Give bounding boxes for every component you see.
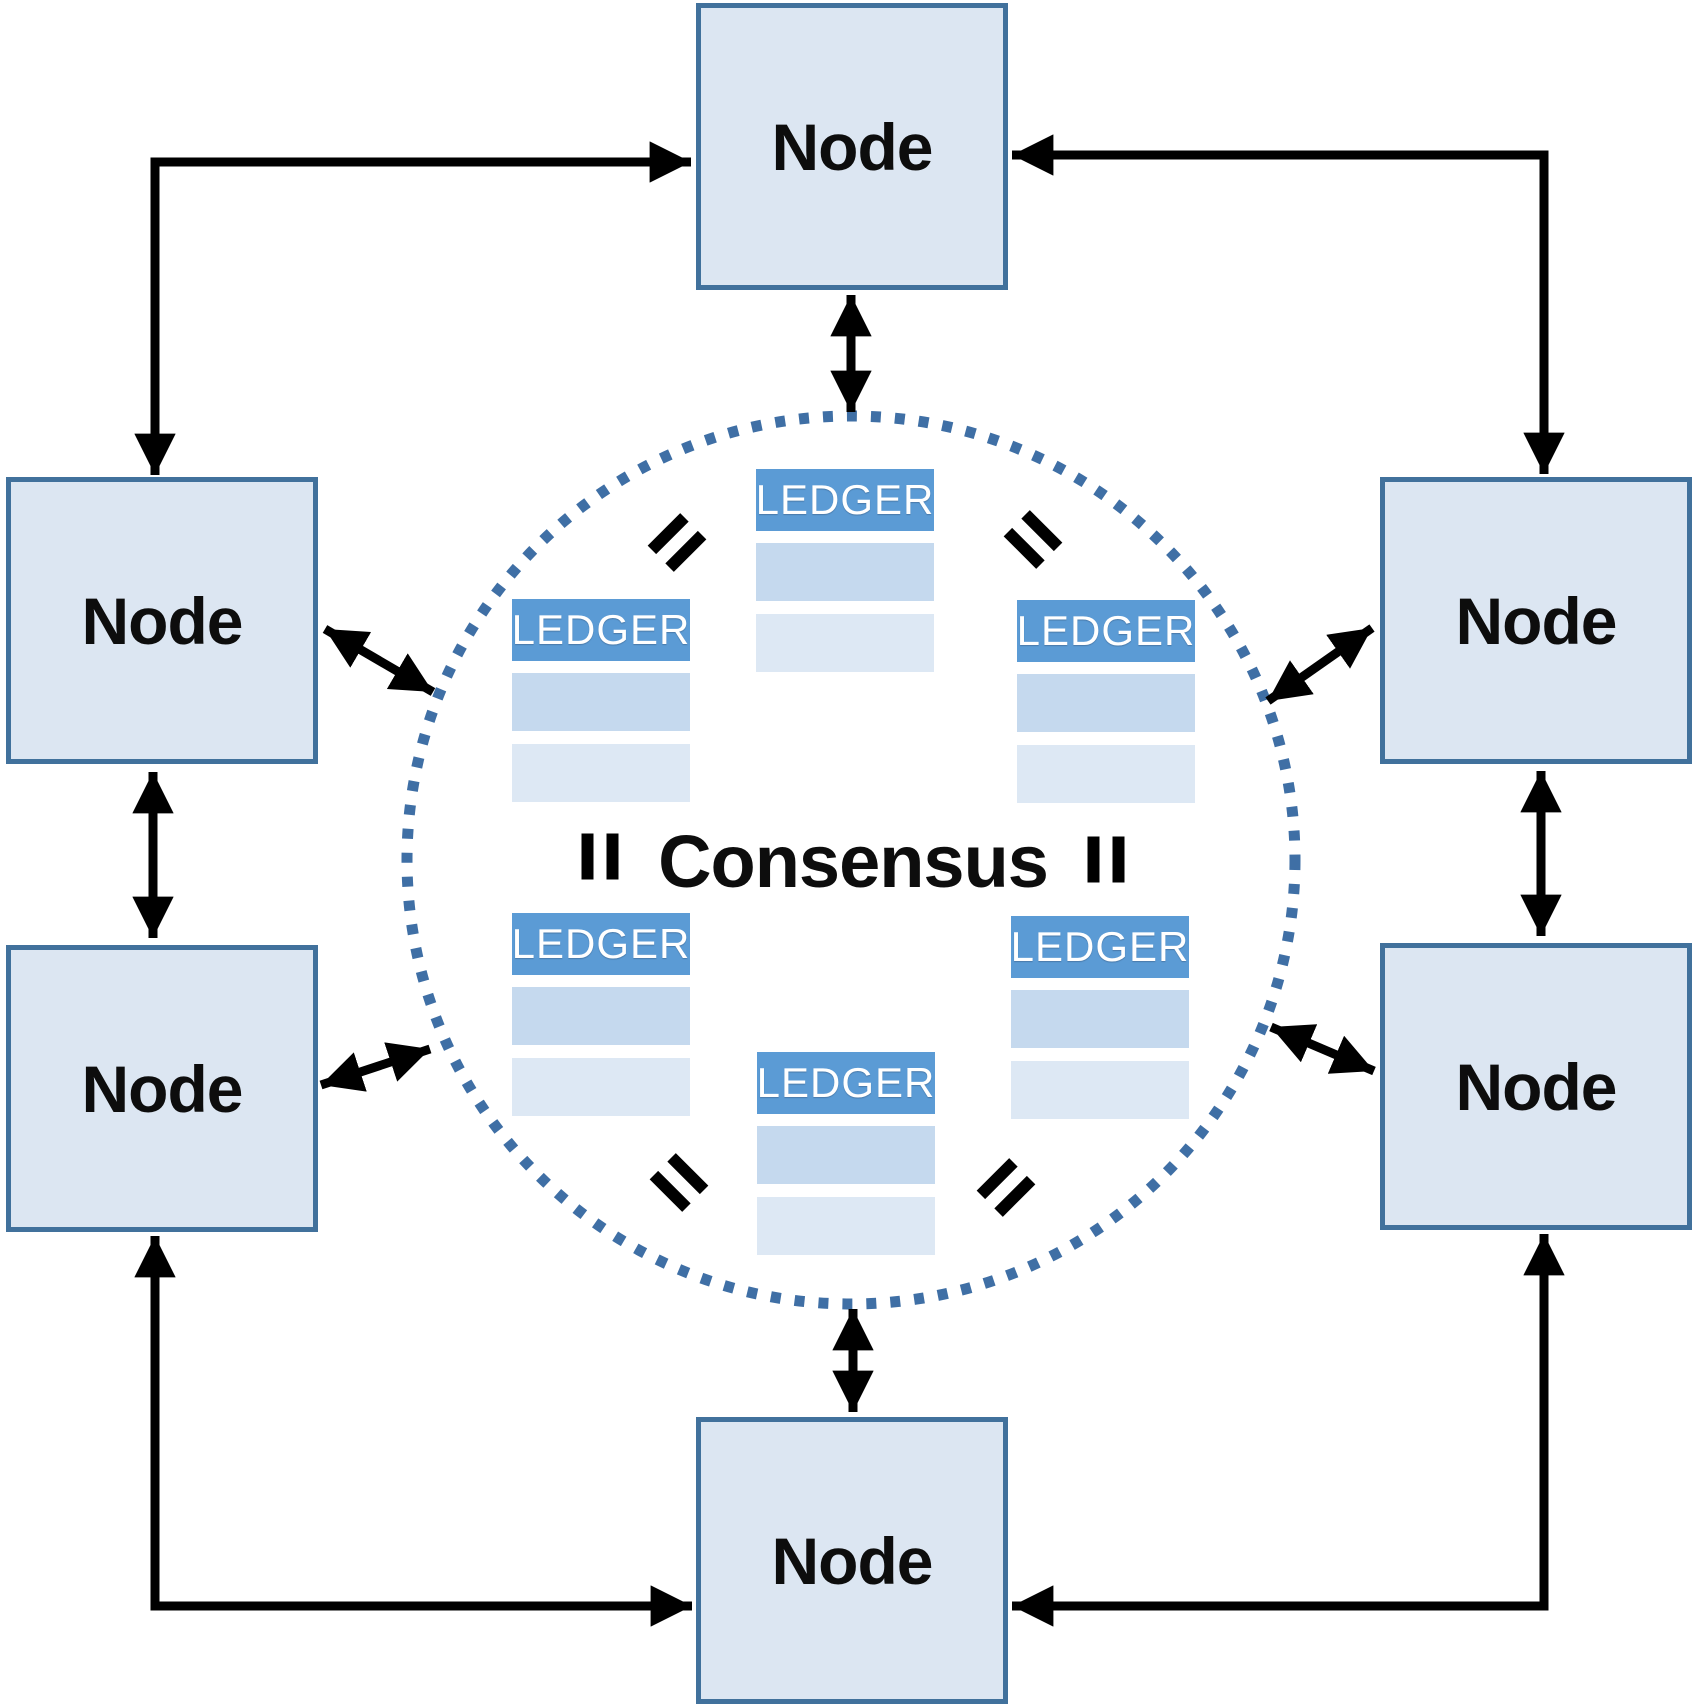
ledger-row — [1017, 674, 1195, 732]
ledger-row — [512, 744, 690, 802]
ledger-row — [1011, 990, 1189, 1048]
connector-bottomright-corner — [1012, 1234, 1565, 1627]
arrow-upperleftnode-circle — [322, 625, 436, 696]
ledger-header: LEDGER — [512, 913, 690, 975]
ledger-row — [512, 987, 690, 1045]
ledger-row — [757, 1197, 935, 1255]
ledger-header: LEDGER — [757, 1052, 935, 1114]
arrow-lowerrightnode-circle — [1269, 1022, 1376, 1076]
ledger-header: LEDGER — [1017, 600, 1195, 662]
ledger-row — [512, 673, 690, 731]
ledger-header: LEDGER — [756, 469, 934, 531]
ledger-lower-left: LEDGER — [512, 913, 690, 1116]
ledger-header: LEDGER — [1011, 916, 1189, 978]
consensus-circle — [401, 410, 1301, 1310]
connector-topleft-corner — [134, 141, 691, 475]
node-label: Node — [771, 1523, 934, 1598]
connector-topright-corner — [1012, 134, 1565, 474]
ledger-header: LEDGER — [512, 599, 690, 661]
node-lower-right: Node — [1380, 943, 1692, 1230]
consensus-label: Consensus — [658, 819, 1049, 903]
ledger-row — [512, 1058, 690, 1116]
ledger-bottom: LEDGER — [757, 1052, 935, 1255]
node-label: Node — [1455, 1049, 1618, 1124]
ledger-row — [1011, 1061, 1189, 1119]
node-top: Node — [696, 3, 1008, 290]
ledger-top: LEDGER — [756, 469, 934, 672]
ledger-row — [756, 543, 934, 601]
connector-bottomleft-corner — [134, 1236, 692, 1627]
node-label: Node — [81, 583, 244, 658]
ledger-upper-right: LEDGER — [1017, 600, 1195, 803]
arrow-lowerleftnode-circle — [319, 1042, 432, 1092]
ledger-lower-right: LEDGER — [1011, 916, 1189, 1119]
ledger-row — [757, 1126, 935, 1184]
node-upper-left: Node — [6, 477, 318, 764]
ledger-row — [1017, 745, 1195, 803]
arrow-upperrightnode-circle — [1265, 624, 1375, 705]
node-label: Node — [81, 1051, 244, 1126]
node-label: Node — [1455, 583, 1618, 658]
node-bottom: Node — [696, 1417, 1008, 1704]
node-lower-left: Node — [6, 945, 318, 1232]
ledger-row — [756, 614, 934, 672]
node-label: Node — [771, 109, 934, 184]
ledger-upper-left: LEDGER — [512, 599, 690, 802]
node-upper-right: Node — [1380, 477, 1692, 764]
